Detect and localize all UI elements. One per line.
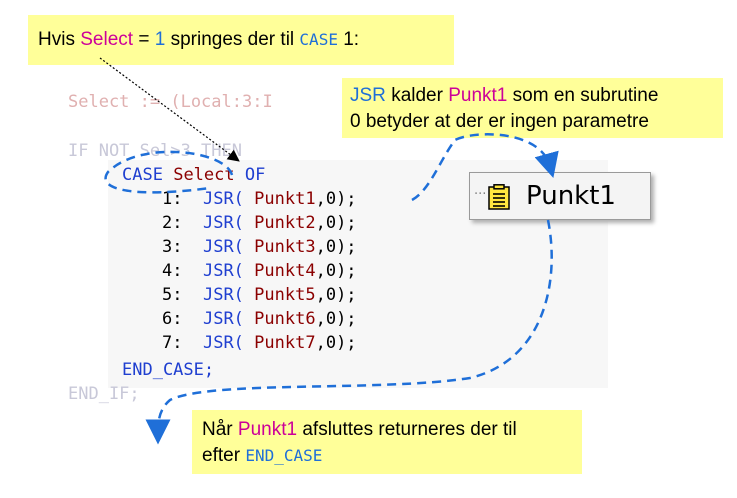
case-row: 3: JSR( Punkt3,0);: [162, 235, 357, 259]
jsr-call: JSR(: [202, 189, 244, 209]
routine-node-punkt1[interactable]: ... Punkt1: [469, 172, 651, 220]
routine-name: Punkt4: [254, 261, 316, 281]
note-return: Når Punkt1 afsluttes returneres der til …: [192, 410, 582, 474]
case-label: 7:: [162, 333, 183, 353]
return-arrow: [145, 219, 553, 445]
call-args: ,0);: [315, 285, 357, 305]
code-line-end-case: END_CASE;: [122, 360, 215, 380]
note-text: Når: [202, 419, 233, 440]
note-end-case-word: END_CASE: [245, 446, 323, 465]
tree-dots: ...: [474, 183, 487, 198]
pointer-arrow-select: [99, 57, 240, 162]
note-text: som en subrutine: [512, 85, 659, 106]
case-row: 6: JSR( Punkt6,0);: [162, 307, 357, 331]
case-row: 4: JSR( Punkt4,0);: [162, 259, 357, 283]
call-args: ,0);: [315, 261, 357, 281]
note-select-word: Select: [80, 29, 134, 50]
routine-name: Punkt5: [254, 285, 316, 305]
case-row: 1: JSR( Punkt1,0);: [162, 187, 357, 211]
note-jsr-explanation: JSR kalder Punkt1 som en subrutine 0 bet…: [342, 78, 723, 138]
routine-name: Punkt1: [254, 189, 316, 209]
code-keyword: OF: [244, 165, 266, 185]
call-args: ,0);: [315, 237, 357, 257]
case-label: 5:: [162, 285, 183, 305]
case-row: 5: JSR( Punkt5,0);: [162, 283, 357, 307]
note-case-word: CASE: [299, 30, 338, 49]
routine-name: Punkt7: [254, 333, 316, 353]
case-row: 7: JSR( Punkt7,0);: [162, 331, 357, 355]
case-label: 6:: [162, 309, 183, 329]
routine-label: Punkt1: [526, 181, 616, 211]
code-line-faded-assign: Select := (Local:3:I: [68, 92, 273, 112]
case-row: 2: JSR( Punkt2,0);: [162, 211, 357, 235]
jsr-call: JSR(: [202, 237, 244, 257]
note-punkt-word: Punkt1: [448, 85, 508, 106]
routine-name: Punkt2: [254, 213, 316, 233]
jsr-call: JSR(: [202, 309, 244, 329]
call-args: ,0);: [315, 333, 357, 353]
note-select-case: Hvis Select = 1 springes der til CASE 1:: [28, 15, 454, 65]
jsr-call: JSR(: [202, 285, 244, 305]
note-punkt-word: Punkt1: [237, 419, 298, 440]
code-line-end-if: END_IF;: [68, 384, 140, 404]
note-line: 0 betyder at der er ingen parametre: [350, 111, 649, 132]
note-text: 1:: [343, 29, 360, 50]
note-text: kalder: [391, 85, 443, 106]
routine-name: Punkt3: [254, 237, 316, 257]
note-jsr-word: JSR: [350, 85, 386, 106]
case-label: 1:: [162, 189, 183, 209]
jsr-call: JSR(: [202, 213, 244, 233]
note-line: Når Punkt1 afsluttes returneres der til: [202, 417, 582, 443]
note-text: Hvis: [38, 29, 75, 50]
note-text: springes der til: [170, 29, 295, 50]
note-text: afsluttes returneres der til: [302, 419, 517, 440]
note-number: 1: [154, 29, 166, 50]
note-text: =: [138, 29, 150, 50]
code-keyword: CASE: [122, 165, 163, 185]
code-line-case: CASE Select OF: [122, 163, 265, 187]
call-args: ,0);: [315, 309, 357, 329]
case-select-loop: [104, 150, 234, 194]
jsr-call: JSR(: [202, 333, 244, 353]
note-text: efter: [202, 445, 241, 466]
note-line: efter END_CASE: [202, 443, 582, 469]
call-args: ,0);: [315, 189, 357, 209]
code-variable: Select: [173, 165, 235, 185]
document-icon: [488, 184, 510, 210]
case-label: 2:: [162, 213, 183, 233]
jsr-call: JSR(: [202, 261, 244, 281]
routine-name: Punkt6: [254, 309, 316, 329]
note-line: JSR kalder Punkt1 som en subrutine: [350, 83, 723, 109]
case-label: 3:: [162, 237, 183, 257]
case-label: 4:: [162, 261, 183, 281]
call-args: ,0);: [315, 213, 357, 233]
jsr-call-arrow: [411, 133, 559, 202]
